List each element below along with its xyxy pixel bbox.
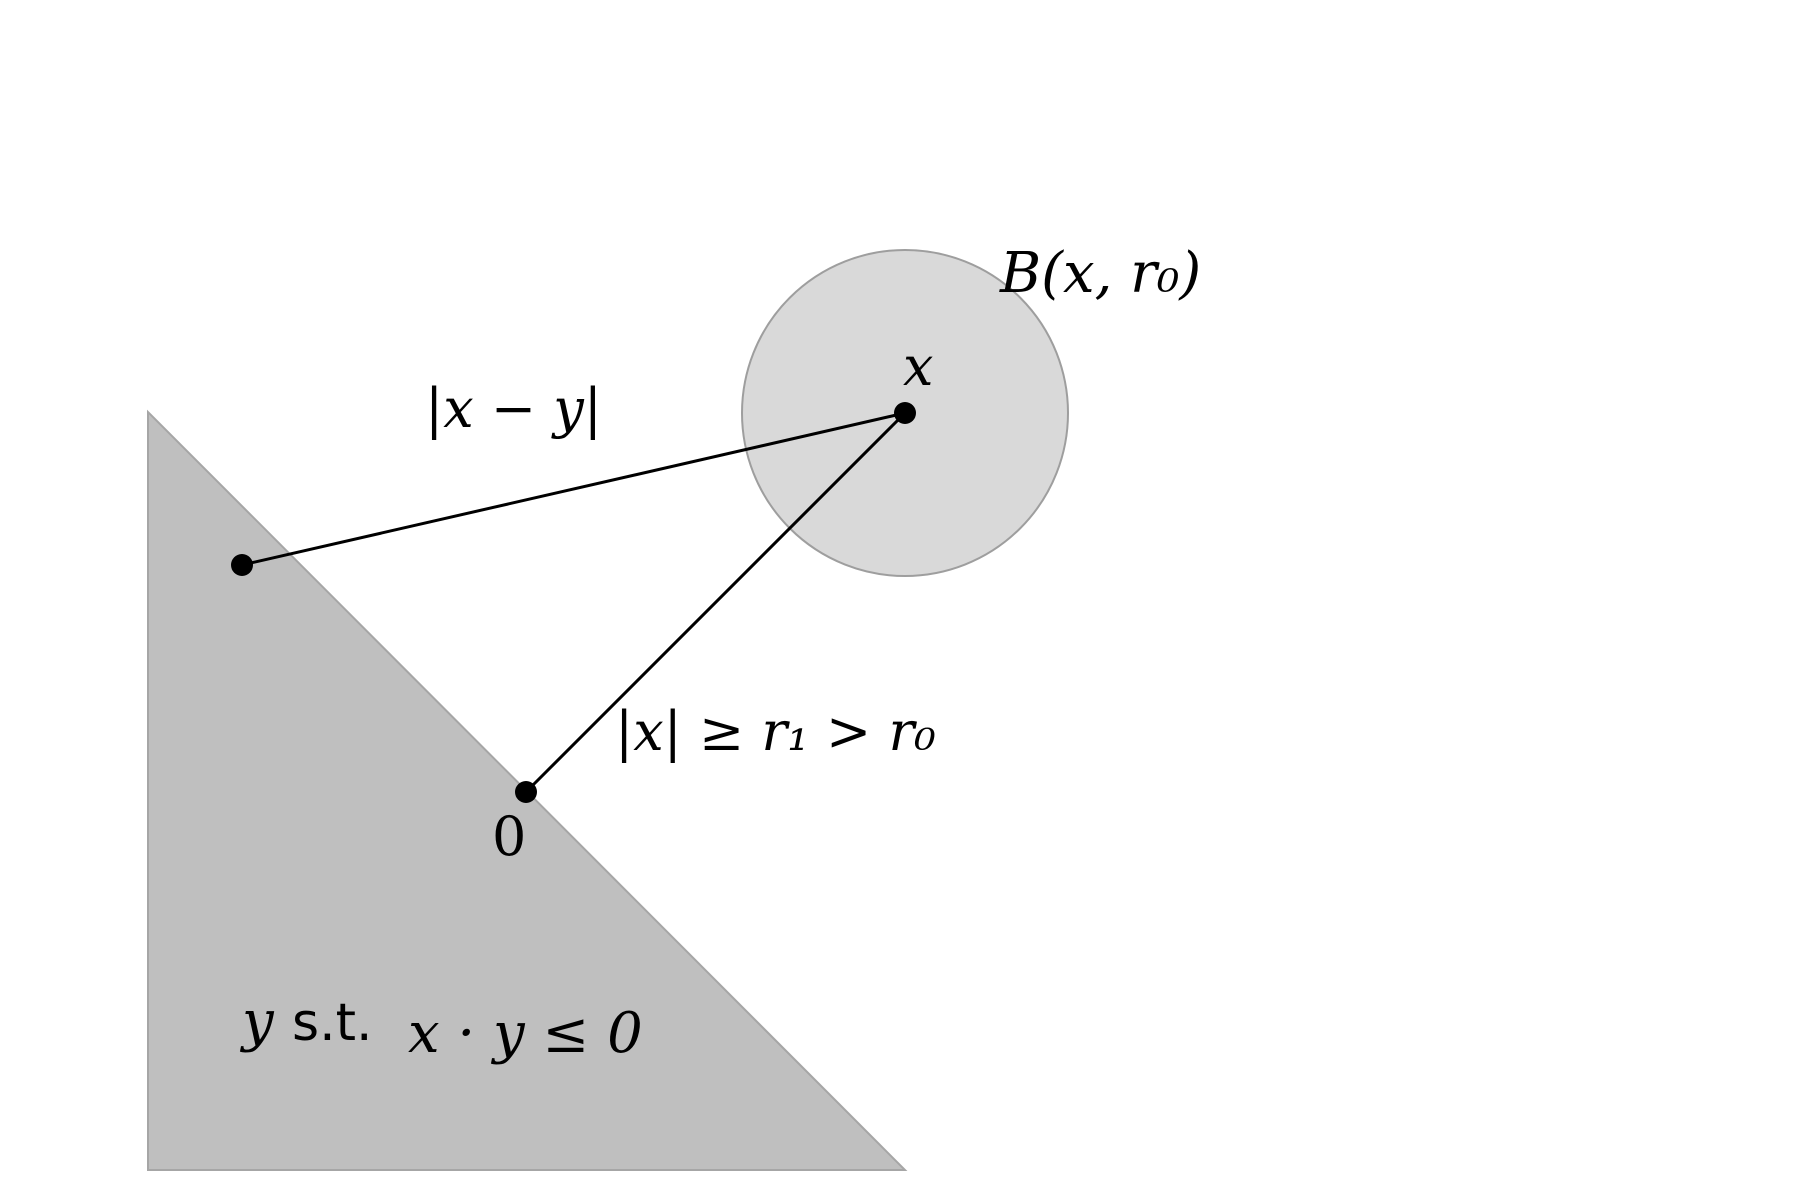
segment-origin-to-x xyxy=(524,411,907,794)
point-x-label: x xyxy=(903,335,933,398)
region-condition: x · y ≤ 0 xyxy=(408,1001,643,1066)
point-origin xyxy=(515,781,537,803)
region-caption: y s.t. x · y ≤ 0 xyxy=(239,989,643,1066)
distance-label: |x − y| xyxy=(425,377,602,440)
norm-condition-label: |x| ≥ r₁ > r₀ xyxy=(615,700,936,763)
segment-x-to-y xyxy=(241,411,906,567)
point-x xyxy=(894,402,916,424)
origin-label: 0 xyxy=(492,805,526,868)
region-such-that: s.t. xyxy=(292,993,373,1053)
region-variable: y xyxy=(239,989,275,1054)
point-y xyxy=(231,554,253,576)
ball-label: B(x, r₀) xyxy=(999,241,1201,306)
